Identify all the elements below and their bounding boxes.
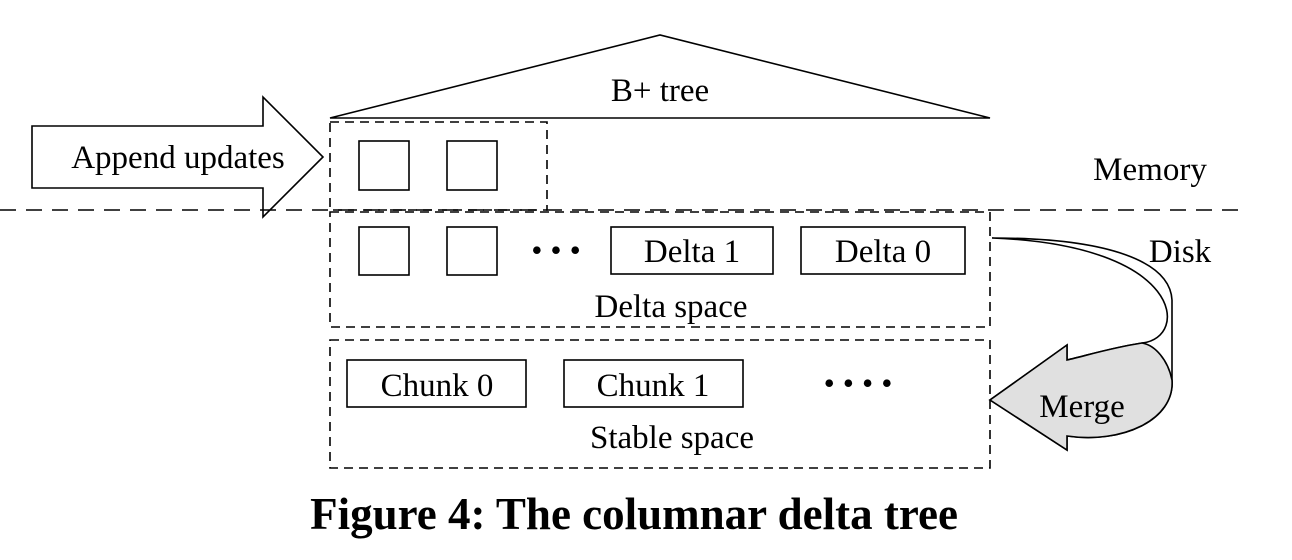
chunk-1-label: Chunk 1 [597,368,710,404]
merge-label: Merge [1039,389,1125,425]
memory-label: Memory [1093,152,1207,188]
btree-label: B+ tree [611,73,709,109]
delta-block [446,226,498,276]
memory-block [446,140,498,191]
delta-ellipsis: • • • [531,232,581,268]
append-updates-label: Append updates [71,140,285,176]
btree-triangle [329,34,991,119]
merge-arrow-head [988,342,1173,452]
append-arrow [31,95,325,219]
stable-space-label: Stable space [590,420,754,456]
disk-label: Disk [1149,234,1212,270]
delta-block [358,226,410,276]
chunk-1-box [563,359,744,408]
chunk-ellipsis: • • • • [824,365,893,401]
memory-block [358,140,410,191]
stable-space-box [329,339,991,469]
delta-space-box [329,211,991,328]
figure-caption: Figure 4: The columnar delta tree [310,489,958,539]
delta-0-label: Delta 0 [835,234,931,270]
memory-buffer-box [329,121,548,211]
chunk-0-box [346,359,527,408]
delta-0-box [800,226,966,275]
delta-1-label: Delta 1 [644,234,740,270]
delta-1-box [610,226,774,275]
chunk-0-label: Chunk 0 [381,368,494,404]
delta-space-label: Delta space [595,289,748,325]
